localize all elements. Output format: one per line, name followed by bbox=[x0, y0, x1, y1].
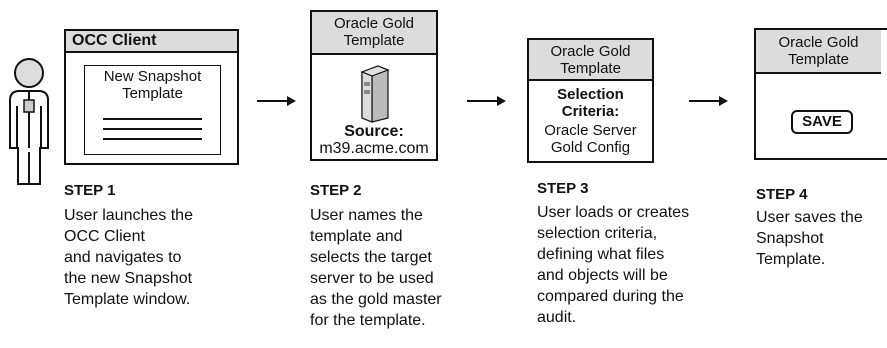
step-4-text: User saves the Snapshot Template. bbox=[756, 209, 863, 268]
step-2-title: STEP 2 bbox=[310, 182, 362, 199]
selection-criteria-value: Oracle Server Gold Config bbox=[544, 122, 637, 156]
step-3-text: User loads or creates selection criteria… bbox=[537, 204, 690, 326]
new-snapshot-template-window: New Snapshot Template bbox=[84, 65, 221, 155]
source-value: m39.acme.com bbox=[319, 140, 429, 157]
save-button[interactable]: SAVE bbox=[791, 110, 853, 134]
step-1-text: User launches the OCC Client and navigat… bbox=[64, 207, 193, 308]
oracle-gold-template-header: Oracle Gold Template bbox=[529, 40, 652, 81]
arrow-right-icon bbox=[257, 96, 296, 106]
oracle-gold-template-criteria: Oracle Gold Template Selection Criteria:… bbox=[527, 38, 654, 163]
step-1-title: STEP 1 bbox=[64, 182, 116, 199]
arrow-right-icon bbox=[689, 96, 728, 106]
user-figure-icon bbox=[9, 58, 49, 185]
oracle-gold-template-header: Oracle Gold Template bbox=[756, 30, 881, 74]
selection-criteria-label: Selection Criteria: bbox=[557, 86, 624, 120]
arrow-right-icon bbox=[467, 96, 506, 106]
oracle-gold-template-source: Oracle Gold Template Source: m39.acme.co… bbox=[310, 10, 438, 161]
step-2-text: User names the template and selects the … bbox=[310, 207, 442, 329]
oracle-gold-template-save: Oracle Gold Template SAVE bbox=[754, 28, 887, 160]
occ-client-title: OCC Client bbox=[66, 31, 237, 53]
source-label: Source: bbox=[344, 123, 404, 140]
oracle-gold-template-header: Oracle Gold Template bbox=[312, 12, 436, 55]
occ-client-window: OCC Client New Snapshot Template bbox=[64, 29, 239, 165]
step-4-title: STEP 4 bbox=[756, 186, 808, 203]
step-3-title: STEP 3 bbox=[537, 180, 589, 197]
new-snapshot-template-title: New Snapshot Template bbox=[103, 68, 202, 102]
server-icon bbox=[360, 65, 390, 123]
